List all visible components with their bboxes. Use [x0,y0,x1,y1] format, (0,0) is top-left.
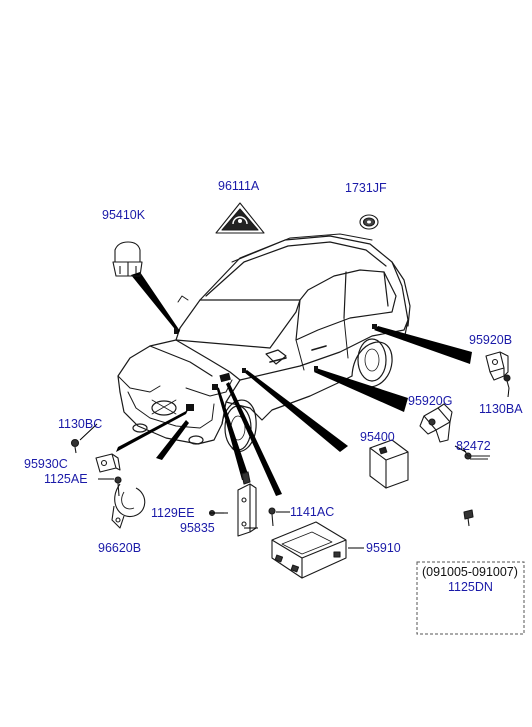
part-label-82472[interactable]: 82472 [456,439,491,453]
leader-95410K [131,272,180,333]
leader-95920B [374,326,472,364]
part-label-1125AE[interactable]: 1125AE [44,472,88,486]
leader-95910 [226,382,282,496]
part-label-96620B[interactable]: 96620B [98,541,142,555]
part-label-1130BA[interactable]: 1130BA [479,402,523,416]
screw-1130BA [503,374,511,389]
part-label-95920G[interactable]: 95920G [408,394,453,408]
date-range-box [416,561,525,635]
part-label-1125DN[interactable]: 1125DN [448,580,493,594]
warning-label-96111A [215,202,265,234]
part-label-95400[interactable]: 95400 [360,430,395,444]
sensor-95930C [95,453,121,473]
part-label-1141AC[interactable]: 1141AC [290,505,335,519]
horn-96620B [111,483,146,529]
part-label-95410K[interactable]: 95410K [102,208,146,222]
bolt-1125AE [114,476,122,497]
grommet-1731JF [359,214,379,230]
sensor-95920B [485,351,509,381]
bolt-1125DN [463,509,474,527]
leader-95835 [216,386,250,480]
part-label-96111A[interactable]: 96111A [218,179,260,193]
date-range-note: (091005-091007) [422,565,518,579]
connectors-on-car [174,324,377,411]
part-label-95920B[interactable]: 95920B [469,333,513,347]
leader-95400 [244,370,348,452]
part-label-95930C[interactable]: 95930C [24,457,68,471]
switch-95410K [112,241,143,277]
acu-module-95910 [271,521,347,579]
leader-wedges [116,272,472,496]
part-label-1731JF[interactable]: 1731JF [345,181,387,195]
vehicle-illustration [117,233,411,453]
bolt-1141AC [268,507,276,527]
part-label-95910[interactable]: 95910 [366,541,401,555]
sensor-95920G [419,403,453,443]
leader-95920G [314,368,408,412]
module-95400 [369,439,409,489]
part-label-1129EE[interactable]: 1129EE [151,506,195,520]
leader-95930C [116,410,188,452]
bracket-sensor-95835 [237,471,257,537]
part-label-95835[interactable]: 95835 [180,521,215,535]
leader-1125AE [156,420,189,460]
part-label-1130BC[interactable]: 1130BC [58,417,103,431]
thin-leaders [79,387,510,549]
bolt-1130BC [70,438,80,454]
